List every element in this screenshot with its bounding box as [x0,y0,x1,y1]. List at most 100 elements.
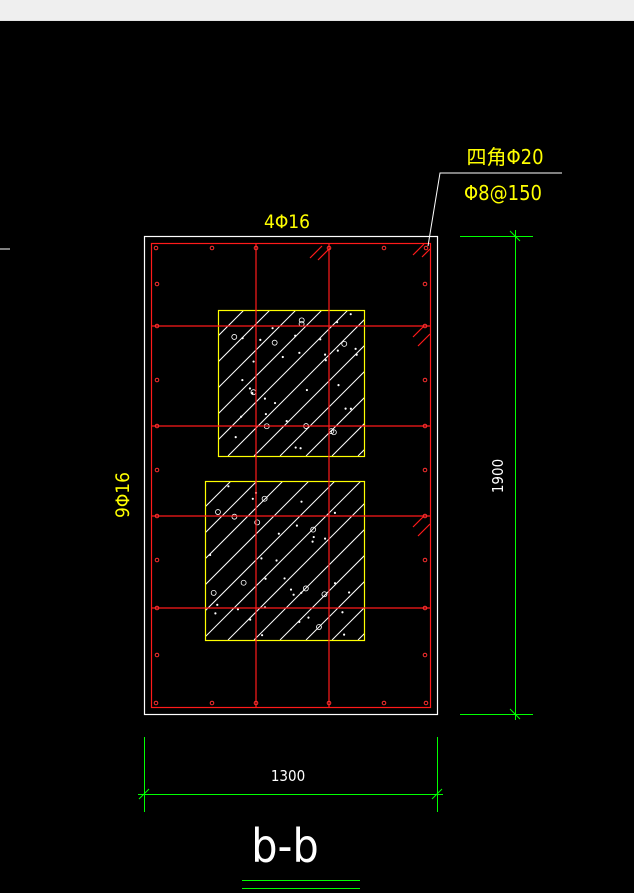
aggregate-mark [323,537,327,540]
aggregate-mark [215,509,221,515]
aggregate-mark [336,320,339,324]
corner-rebar-label: 四角Φ20 [466,145,543,169]
hatch-line [488,310,634,456]
aggregate-mark [240,579,247,586]
height-dimension-text: 1900 [489,459,507,493]
aggregate-mark [292,593,295,596]
hatch-line [227,503,364,640]
aggregate-mark [349,407,352,410]
aggregate-mark [275,559,278,562]
upper-steel-box [217,309,366,458]
rebar-dot [154,323,160,329]
aggregate-mark [341,611,344,614]
hatch-line [436,310,582,456]
aggregate-mark [341,340,348,347]
aggregate-mark [231,513,238,520]
rebar-dot [209,700,215,706]
aggregate-mark [300,591,303,594]
rebar-dot [153,245,159,251]
aggregate-mark [263,397,267,400]
rebar-dot [153,700,159,706]
hook-mark [417,333,431,347]
aggregate-mark [248,387,252,390]
rebar-dot [422,513,428,519]
aggregate-mark [354,347,357,350]
rebar-dot [154,423,160,429]
stirrup-label: Φ8@150 [464,181,542,205]
aggregate-mark [251,497,254,500]
aggregate-mark [231,334,238,340]
hatch-line [331,423,364,456]
hook-mark [412,325,425,338]
hatch-line [205,481,284,560]
hatch-line [218,310,297,389]
aggregate-mark [260,634,264,637]
hook-mark [417,523,431,537]
hatch-line [253,529,364,640]
aggregate-mark [310,526,317,533]
toolbar-strip [0,0,634,21]
width-dimension-text: 1300 [271,767,305,785]
aggregate-mark [264,412,267,416]
aggregate-mark [277,532,280,535]
aggregate-mark [236,608,240,611]
rebar-dot [154,557,160,563]
height-dimension [460,230,533,720]
aggregate-mark [298,351,301,354]
aggregate-mark [254,519,261,526]
aggregate-mark [307,616,310,619]
aggregate-mark [240,415,243,418]
rebar-dot [154,605,160,611]
aggregate-mark [349,313,352,316]
aggregate-mark [324,359,327,362]
aggregate-mark [260,557,263,560]
aggregate-mark [273,401,277,405]
rebar-dot [253,245,259,251]
aggregate-mark [283,577,286,580]
aggregate-mark [264,577,267,580]
hatch-line [331,607,364,640]
aggregate-mark [321,591,328,598]
hatch-line [305,581,364,640]
aggregate-mark [312,535,315,539]
aggregate-mark [249,618,252,621]
aggregate-mark [241,337,244,340]
hatch-line [218,310,349,441]
hatch-line [384,481,543,640]
aggregate-mark [294,334,297,337]
aggregate-mark [311,540,314,543]
aggregate-mark [285,419,288,423]
hook-mark [309,245,323,259]
rebar-dot [422,323,428,329]
aggregate-mark [316,624,322,630]
hatch-line [253,345,364,456]
aggregate-mark [343,633,346,636]
hatch-pattern-upper [218,310,634,456]
rebar-bars [153,245,429,706]
aggregate-mark [216,603,219,606]
rebar-dot [422,605,428,611]
aggregate-mark [210,589,217,596]
section-title: b-b [251,819,319,873]
top-rebar-label: 4Φ16 [264,211,310,233]
aggregate-mark [241,378,244,382]
rebar-dot [422,652,428,658]
hatch-line [218,310,245,337]
aggregate-mark [347,591,351,594]
rebar-dot [423,700,429,706]
aggregate-mark [281,355,284,359]
rebar-dot [422,423,428,429]
aggregate-mark [337,383,340,387]
rebar-dot [423,245,429,251]
hook-mark [412,243,425,256]
aggregate-mark [261,495,268,502]
aggregate-mark [209,553,212,557]
aggregate-mark [234,436,237,439]
aggregate-mark [294,446,297,449]
rebar-dot [253,700,259,706]
aggregate-mark [251,392,254,395]
aggregate-mark [344,407,347,410]
aggregate-mark [300,500,303,503]
aggregate-mark [214,612,217,615]
